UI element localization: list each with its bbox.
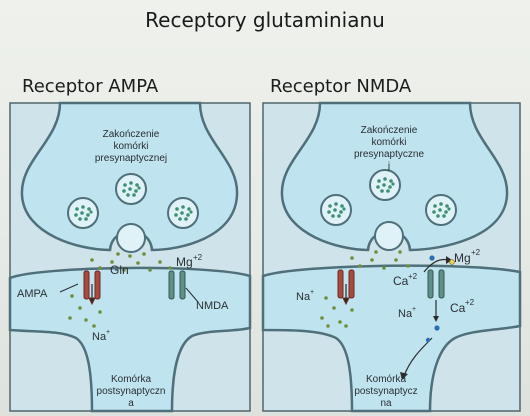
ampa-na-label: Na: [92, 331, 107, 343]
ampa-panel: Zakończenie komórki presynaptycznej Gln …: [8, 101, 252, 413]
mg-ion: [449, 259, 455, 265]
nmda-presynaptic-label-3: presynaptyczne: [354, 149, 424, 160]
ampa-presynaptic-label-2: komórki: [113, 141, 148, 152]
nmda-ca-right-label: Ca: [450, 301, 466, 315]
ampa-postsynaptic-label-2: postsynaptyczn: [97, 386, 166, 397]
nmda-ca-charge: +2: [408, 272, 418, 281]
blue-ions: [425, 255, 440, 343]
ion-flow-arrowheads: [400, 256, 452, 380]
nmda-presynaptic-label-1: Zakończenie: [361, 125, 418, 136]
ampa-presynaptic-label-3: presynaptycznej: [95, 153, 167, 164]
ampa-na-charge: +: [106, 329, 110, 336]
gln-label: Gln: [110, 263, 129, 277]
ampa-postsynaptic-label-3: a: [128, 398, 134, 409]
ampa-postsynaptic-label-1: Komórka: [111, 374, 151, 385]
ampa-mg-charge: +2: [193, 253, 203, 262]
nmda-na-right-charge: +: [412, 306, 416, 313]
nmda-postsynaptic-label-1: Komórka: [366, 374, 406, 385]
nmda-panel-ampa-receptor: [337, 269, 355, 306]
ampa-pointer-line: [59, 283, 79, 293]
nmda-panel-title: Receptor NMDA: [270, 76, 412, 97]
slide-title: Receptory glutaminianu: [145, 8, 385, 32]
ampa-neurotransmitter: [68, 252, 172, 328]
ampa-mg-label: Mg: [176, 255, 193, 269]
nmda-postsynaptic-label-2: postsynaptycz: [354, 386, 417, 397]
ampa-panel-nmda-label: NMDA: [196, 300, 229, 312]
ampa-presynaptic-label-1: Zakończenie: [103, 129, 160, 140]
nmda-na-left-label: Na: [296, 291, 311, 303]
nmda-ca-right-charge: +2: [465, 298, 475, 307]
nmda-presynaptic-label-2: komórki: [371, 137, 406, 148]
ampa-panel-title: Receptor AMPA: [22, 76, 159, 97]
nmda-receptor: [427, 269, 445, 299]
nmda-ca-label: Ca: [393, 274, 409, 288]
nmda-mg-charge: +2: [471, 248, 481, 257]
nmda-postsynaptic-label-3: na: [380, 398, 392, 409]
nmda-panel: Zakończenie komórki presynaptyczne j Mg …: [261, 101, 522, 413]
nmda-mg-label: Mg: [454, 251, 471, 265]
ampa-postsynaptic-cell: [8, 266, 252, 413]
ampa-panel-nmda-receptor: [168, 270, 186, 300]
nmda-postsynaptic-cell: [261, 264, 522, 413]
nmda-neurotransmitter: [320, 250, 410, 328]
nmda-presynaptic-label-4: j: [387, 161, 390, 172]
nmda-pointer-line: [185, 287, 199, 303]
ampa-label: AMPA: [17, 288, 48, 300]
nmda-na-right-label: Na: [398, 308, 413, 320]
nmda-na-left-charge: +: [310, 289, 314, 296]
ampa-receptor: [83, 270, 101, 306]
